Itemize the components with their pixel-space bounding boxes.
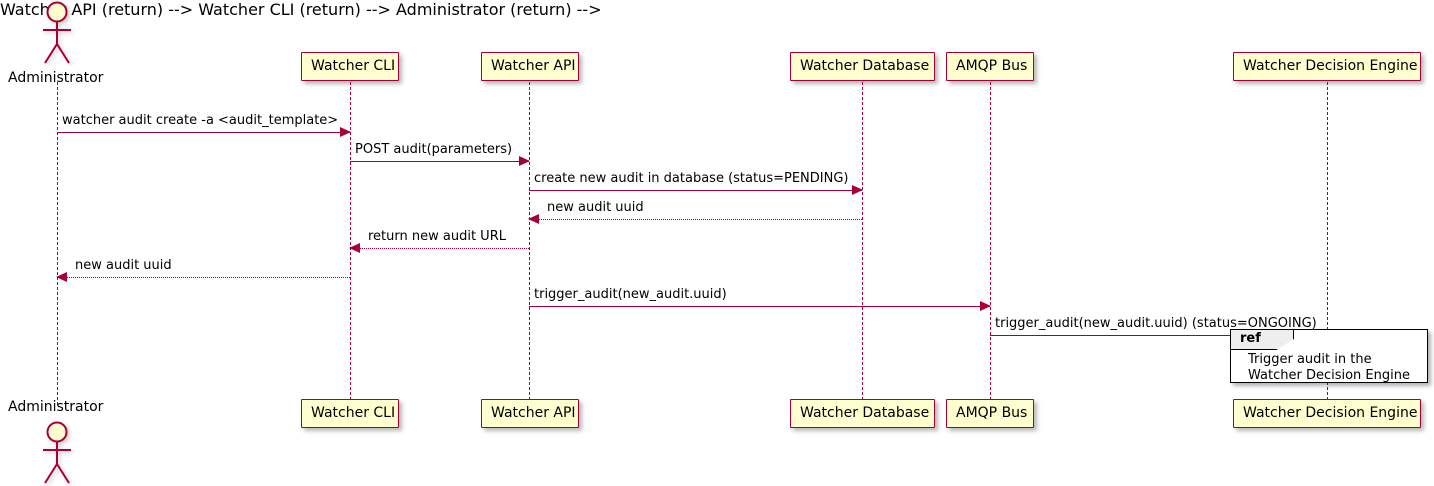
- message-label-1: watcher audit create -a <audit_template>: [62, 112, 339, 128]
- arrowhead-left-icon-5: [349, 243, 360, 253]
- message-line-8: [990, 335, 1327, 336]
- participant-watcher-database-top[interactable]: Watcher Database: [790, 52, 935, 81]
- ref-fragment-tab-label: ref: [1240, 331, 1261, 346]
- message-label-7: trigger_audit(new_audit.uuid): [534, 286, 727, 302]
- lifeline-administrator: [57, 82, 58, 405]
- actor-administrator-bottom: [33, 420, 81, 486]
- participant-watcher-decision-engine-bottom[interactable]: Watcher Decision Engine: [1233, 399, 1421, 428]
- message-line-6: [57, 277, 350, 278]
- message-label-5: return new audit URL: [368, 228, 506, 244]
- ref-fragment-text: Trigger audit in the Watcher Decision En…: [1248, 352, 1410, 384]
- message-label-6: new audit uuid: [75, 257, 172, 273]
- lifeline-watcher-decision-engine: [1327, 82, 1328, 400]
- arrowhead-right-icon-2: [519, 156, 530, 166]
- arrowhead-right-icon-3: [852, 185, 863, 195]
- message-line-1: [57, 132, 350, 133]
- participant-amqp-bus-bottom[interactable]: AMQP Bus: [946, 399, 1034, 428]
- ref-fragment[interactable]: ref Trigger audit in the Watcher Decisio…: [1230, 329, 1428, 383]
- actor-administrator-top: [33, 0, 81, 66]
- participant-watcher-decision-engine-top[interactable]: Watcher Decision Engine: [1233, 52, 1421, 81]
- message-label-4: new audit uuid: [547, 199, 644, 215]
- message-line-4: [529, 219, 862, 220]
- arrowhead-left-icon-6: [56, 272, 67, 282]
- message-line-5: [350, 248, 529, 249]
- lifeline-watcher-database: [862, 82, 863, 400]
- arrowhead-right-icon-7: [980, 301, 991, 311]
- arrowhead-right-icon-1: [340, 127, 351, 137]
- lifeline-amqp-bus: [990, 82, 991, 400]
- participant-watcher-api-bottom[interactable]: Watcher API: [481, 399, 579, 428]
- message-label-8: trigger_audit(new_audit.uuid) (status=ON…: [995, 315, 1317, 331]
- message-label-3: create new audit in database (status=PEN…: [534, 170, 849, 186]
- participant-watcher-cli-top[interactable]: Watcher CLI: [301, 52, 399, 81]
- message-line-7: [529, 306, 990, 307]
- lifeline-watcher-cli: [350, 82, 351, 400]
- message-line-3: [529, 190, 862, 191]
- participant-amqp-bus-top[interactable]: AMQP Bus: [946, 52, 1034, 81]
- participant-watcher-cli-bottom[interactable]: Watcher CLI: [301, 399, 399, 428]
- message-line-2: [350, 161, 529, 162]
- message-label-2: POST audit(parameters): [355, 141, 513, 157]
- actor-label-administrator-top: Administrator: [8, 70, 104, 86]
- arrowhead-left-icon-4: [528, 214, 539, 224]
- lifeline-watcher-api: [529, 82, 530, 400]
- participant-watcher-database-bottom[interactable]: Watcher Database: [790, 399, 935, 428]
- actor-label-administrator-bottom: Administrator: [8, 399, 104, 415]
- participant-watcher-api-top[interactable]: Watcher API: [481, 52, 579, 81]
